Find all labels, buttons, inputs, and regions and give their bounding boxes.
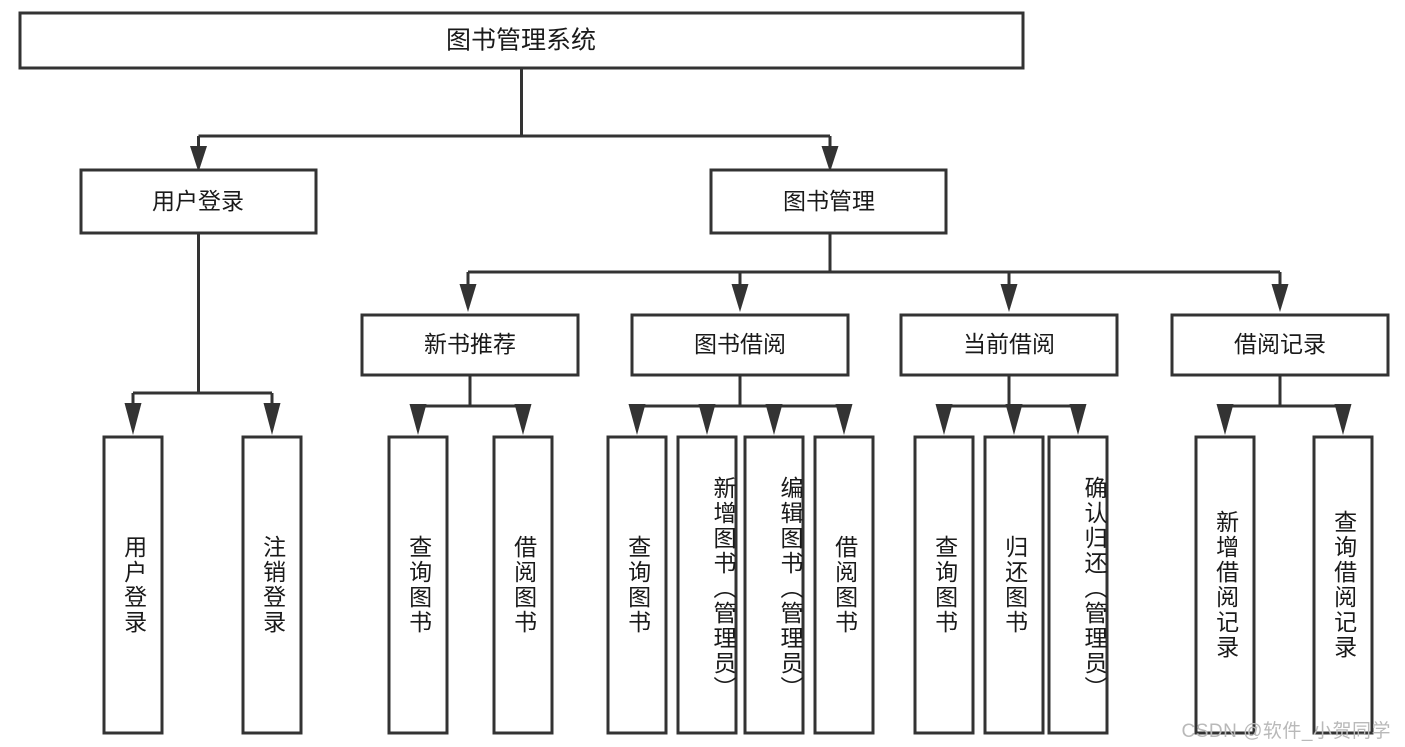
leaf-box-group (102, 435, 1374, 735)
arrow-head-book-borrow-leaf-2 (698, 404, 716, 435)
arrow-head-borrow-record (1271, 284, 1289, 312)
node-current-borrow[interactable]: 当前借阅 (899, 313, 1119, 377)
arrow-head-leaf-user-login-1 (124, 403, 142, 435)
arrow-head-borrow-record-leaf-1 (1216, 404, 1234, 435)
node-current-borrow-label: 当前借阅 (963, 331, 1055, 357)
node-new-book-recommend[interactable]: 新书推荐 (360, 313, 580, 377)
leaf-box-user-login-1[interactable] (102, 435, 164, 735)
leaf-box-new-book-2[interactable] (492, 435, 554, 735)
leaf-label-user-login-1: 用户登录 (120, 535, 147, 635)
arrow-head-current-borrow-leaf-3 (1069, 404, 1087, 435)
arrow-head-borrow-record-leaf-2 (1334, 404, 1352, 435)
arrow-head-book-manage (821, 146, 839, 172)
leaf-box-user-login-2[interactable] (241, 435, 303, 735)
arrow-head-book-borrow-leaf-3 (765, 404, 783, 435)
node-book-borrow-box[interactable] (630, 313, 850, 377)
arrow-head-new-book (459, 284, 477, 312)
arrow-head-current-borrow-leaf-2 (1005, 404, 1023, 435)
leaf-label-user-login-2: 注销登录 (259, 535, 286, 635)
node-root-box[interactable] (18, 11, 1025, 70)
arrow-head-new-book-leaf-2 (514, 404, 532, 435)
arrow-head-new-book-leaf-1 (409, 404, 427, 435)
arrow-head-book-borrow-leaf-1 (628, 404, 646, 435)
leaf-box-current-borrow-2[interactable] (983, 435, 1045, 735)
leaf-label-new-book-1: 查询图书 (405, 535, 432, 635)
leaf-label-current-borrow-3: 确认归还（管理员） (1081, 475, 1107, 701)
node-book-manage-label: 图书管理 (783, 188, 875, 214)
node-user-login[interactable]: 用户登录 (79, 168, 318, 235)
leaf-box-current-borrow-1[interactable] (913, 435, 975, 735)
leaf-label-borrow-record-1: 新增借阅记录 (1212, 510, 1239, 660)
leaf-box-book-borrow-2[interactable] (676, 435, 738, 735)
node-current-borrow-box[interactable] (899, 313, 1119, 377)
leaf-box-book-borrow-1[interactable] (606, 435, 668, 735)
node-book-borrow[interactable]: 图书借阅 (630, 313, 850, 377)
leaf-box-book-borrow-3[interactable] (743, 435, 805, 735)
arrow-head-current-borrow-leaf-1 (935, 404, 953, 435)
leaf-label-borrow-record-2: 查询借阅记录 (1330, 510, 1357, 660)
arrow-head-current-borrow (1000, 284, 1018, 312)
node-borrow-record-box[interactable] (1170, 313, 1390, 377)
leaf-label-book-borrow-4: 借阅图书 (831, 535, 858, 635)
node-user-login-label: 用户登录 (152, 188, 244, 214)
node-book-manage[interactable]: 图书管理 (709, 168, 948, 235)
leaf-box-current-borrow-3[interactable] (1047, 435, 1109, 735)
leaf-label-book-borrow-2: 新增图书（管理员） (710, 475, 736, 701)
node-new-book-recommend-box[interactable] (360, 313, 580, 377)
arrow-head-book-borrow-leaf-4 (835, 404, 853, 435)
leaf-label-current-borrow-2: 归还图书 (1001, 535, 1028, 635)
leaf-label-current-borrow-1: 查询图书 (931, 535, 958, 635)
node-book-borrow-label: 图书借阅 (694, 331, 786, 357)
arrow-head-user-login (190, 146, 207, 172)
arrow-head-leaf-user-login-2 (263, 403, 281, 435)
node-borrow-record[interactable]: 借阅记录 (1170, 313, 1390, 377)
node-book-manage-box[interactable] (709, 168, 948, 235)
leaf-label-book-borrow-1: 查询图书 (624, 535, 651, 635)
leaf-label-new-book-2: 借阅图书 (510, 535, 537, 635)
node-root[interactable]: 图书管理系统 (18, 11, 1025, 70)
node-borrow-record-label: 借阅记录 (1234, 331, 1326, 357)
leaf-box-borrow-record-1[interactable] (1194, 435, 1256, 735)
leaf-box-new-book-1[interactable] (387, 435, 449, 735)
leaf-box-borrow-record-2[interactable] (1312, 435, 1374, 735)
node-new-book-recommend-label: 新书推荐 (424, 331, 516, 357)
node-user-login-box[interactable] (79, 168, 318, 235)
arrow-head-book-borrow (731, 284, 749, 312)
node-root-label: 图书管理系统 (446, 27, 596, 55)
leaf-label-book-borrow-3: 编辑图书（管理员） (777, 475, 803, 701)
leaf-box-book-borrow-4[interactable] (813, 435, 875, 735)
edge-group (124, 68, 1352, 435)
